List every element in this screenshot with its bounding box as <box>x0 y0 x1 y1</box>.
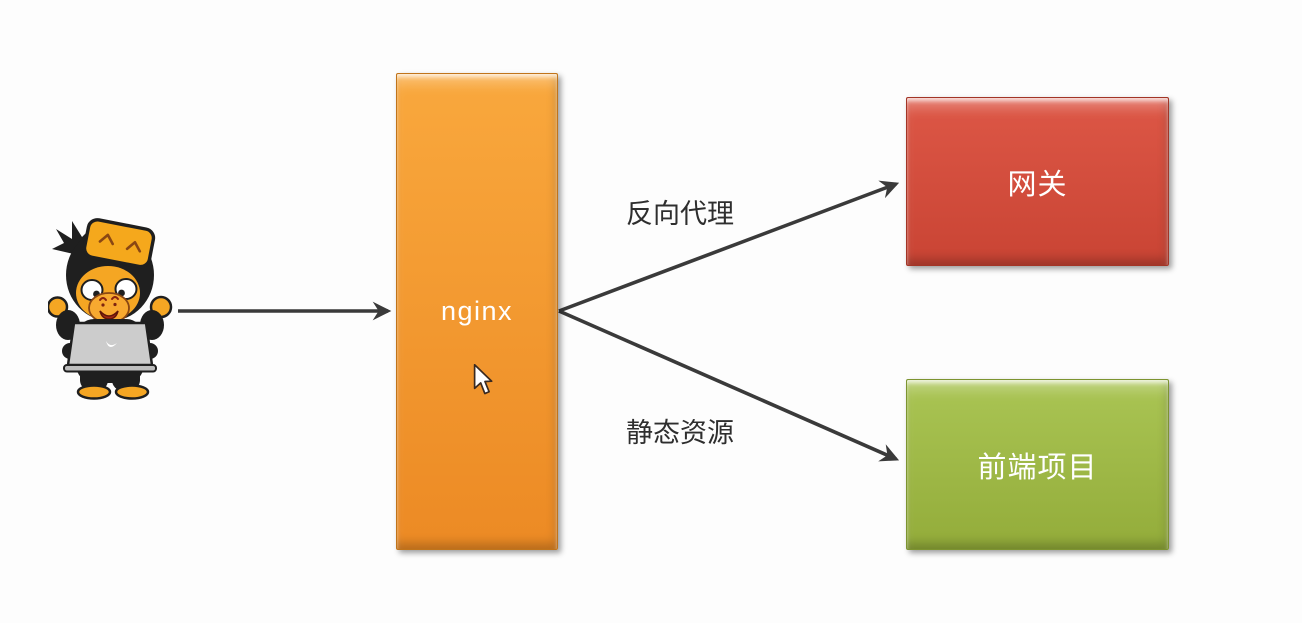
mascot-cap <box>82 218 156 269</box>
laptop-icon <box>63 321 157 373</box>
mascot-foot-right <box>114 384 150 400</box>
node-frontend-label: 前端项目 <box>977 451 1098 484</box>
mascot-nostril-left <box>101 303 105 307</box>
mascot-mouth <box>99 310 119 320</box>
mouse-cursor-icon <box>473 364 493 395</box>
node-gateway-label: 网关 <box>1007 168 1068 201</box>
mascot-brow-left <box>99 297 107 301</box>
mascot-nostril-right <box>113 302 117 307</box>
node-gateway: 网关 <box>906 97 1169 266</box>
edge-label-static-resources: 静态资源 <box>626 418 734 448</box>
edge-label-reverse-proxy: 反向代理 <box>626 199 734 229</box>
mascot-foot-left <box>76 384 112 400</box>
node-nginx-label: nginx <box>440 296 514 326</box>
mascot-brow-right <box>111 296 119 300</box>
monkey-mascot <box>48 218 173 400</box>
node-nginx: nginx <box>396 73 558 550</box>
mascot-ear-left <box>48 296 69 318</box>
node-frontend: 前端项目 <box>906 379 1169 550</box>
